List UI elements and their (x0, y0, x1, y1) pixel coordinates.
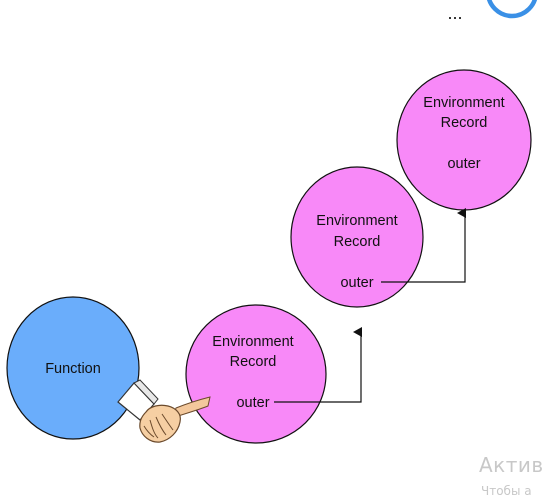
outer-arrow-record-2-to-3 (381, 208, 466, 283)
record-3-outer-label: outer (447, 156, 480, 172)
record-3-title-line2: Record (441, 115, 488, 131)
outer-arrow-record-1-to-2 (274, 327, 362, 403)
handshake-icon (117, 379, 211, 443)
environment-record-1 (185, 304, 327, 444)
record-1-outer-label: outer (236, 395, 269, 411)
record-2-outer-label: outer (340, 275, 373, 291)
activation-watermark-title: Актив (479, 453, 544, 477)
record-2-title-line1: Environment (316, 213, 397, 229)
record-2-title-line2: Record (334, 234, 381, 250)
ellipsis-label: ... (447, 3, 462, 23)
record-3-title-line1: Environment (423, 95, 504, 111)
record-1-title-line1: Environment (212, 334, 293, 350)
environment-record-2 (290, 166, 424, 308)
activation-watermark-subtitle: Чтобы а (481, 484, 532, 498)
top-partial-circle (487, 0, 537, 19)
environment-record-3 (396, 69, 532, 211)
function-circle (6, 296, 140, 440)
record-1-title-line2: Record (230, 354, 277, 370)
function-label: Function (45, 361, 101, 377)
